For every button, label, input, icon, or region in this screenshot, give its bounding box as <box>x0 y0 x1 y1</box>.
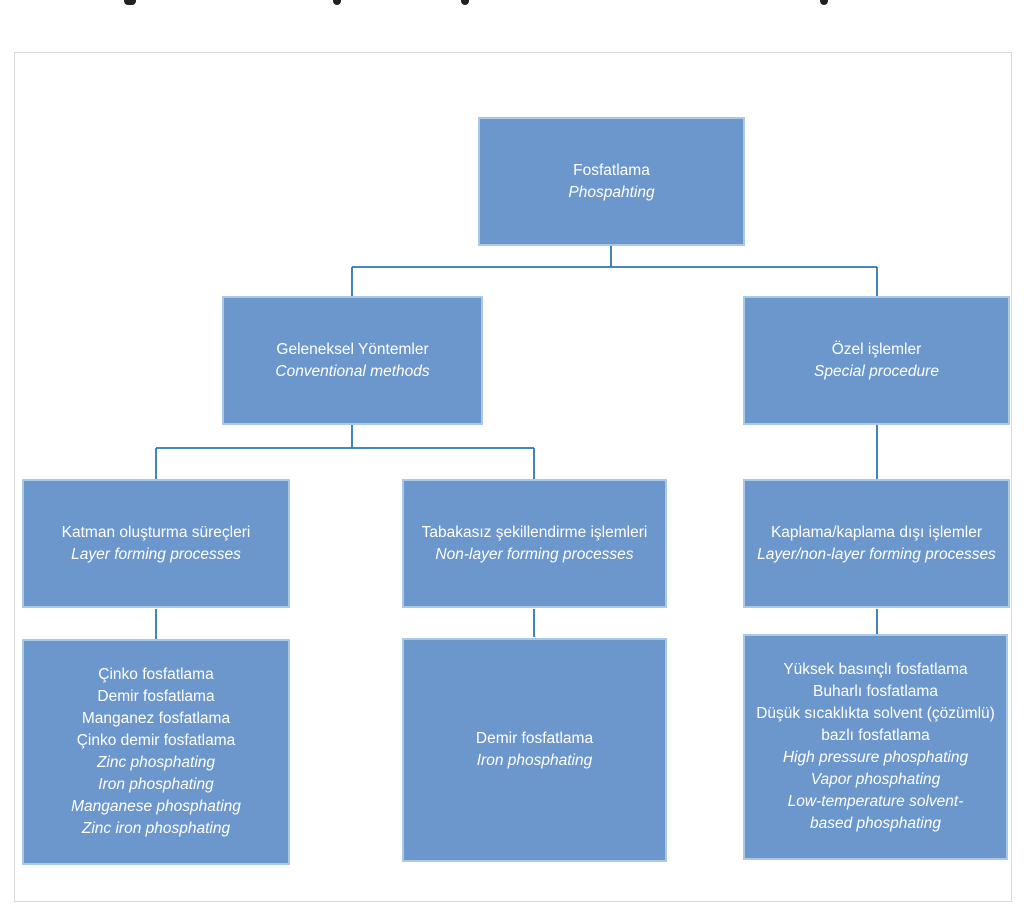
text-line: Vapor phosphating <box>810 771 941 788</box>
leaf-lines-turkish: Demir fosfatlama <box>406 728 663 750</box>
caption-fragment <box>124 0 136 5</box>
caption-fragment <box>333 0 341 5</box>
node-title-tr: Kaplama/kaplama dışı işlemler <box>770 523 983 541</box>
text-line: Manganez fosfatlama <box>81 710 231 727</box>
node-title-en: Special procedure <box>814 362 939 380</box>
node-title-en: Conventional methods <box>275 362 430 380</box>
text-line: Manganese phosphating <box>71 798 241 815</box>
node-title-tr: Katman oluşturma süreçleri <box>61 523 251 541</box>
node-title-en: Non-layer forming processes <box>435 545 634 563</box>
text-line: Çinko demir fosfatlama <box>76 732 236 749</box>
node-kaplama-disi: Kaplama/kaplama dışı işlemler Layer/non-… <box>743 479 1010 608</box>
node-title-tr: Fosfatlama <box>573 161 650 179</box>
text-line: Iron phosphating <box>476 752 593 769</box>
text-line: Demir fosfatlama <box>475 730 594 747</box>
text-line: Zinc phosphating <box>96 754 216 771</box>
text-line: Zinc iron phosphating <box>81 820 231 837</box>
text-line: Çinko fosfatlama <box>98 666 214 683</box>
text-line: bazlı fosfatlama <box>821 727 930 744</box>
node-geleneksel-yontemler: Geleneksel Yöntemler Conventional method… <box>222 296 483 425</box>
node-title-tr: Özel işlemler <box>831 340 922 358</box>
node-title-en: Layer forming processes <box>71 545 241 563</box>
node-tabakasiz-sekillendirme: Tabakasız şekillendirme işlemleri Non-la… <box>402 479 667 608</box>
node-katman-olusturma: Katman oluşturma süreçleri Layer forming… <box>22 479 290 608</box>
diagram-frame <box>14 52 1012 902</box>
node-title-en: Phospahting <box>568 183 655 201</box>
text-line: Buharlı fosfatlama <box>813 683 938 700</box>
text-line: Yüksek basınçlı fosfatlama <box>783 661 968 678</box>
node-leaf-non-layer-types: Demir fosfatlama Iron phosphating <box>402 638 667 862</box>
node-title-tr: Geleneksel Yöntemler <box>276 340 429 358</box>
node-title-en: Layer/non-layer forming processes <box>757 545 996 563</box>
leaf-lines-english: Iron phosphating <box>406 750 663 772</box>
text-line: Iron phosphating <box>98 776 214 793</box>
node-fosfatlama: Fosfatlama Phospahting <box>478 117 745 246</box>
text-line: based phosphating <box>809 815 941 832</box>
node-ozel-islemler: Özel işlemler Special procedure <box>743 296 1010 425</box>
text-line: Düşük sıcaklıkta solvent (çözümlü) <box>756 705 995 722</box>
caption-fragment <box>820 0 828 5</box>
node-title-tr: Tabakasız şekillendirme işlemleri <box>421 523 648 541</box>
text-line: Low-temperature solvent- <box>787 793 964 810</box>
caption-fragment <box>461 0 469 5</box>
text-line: Demir fosfatlama <box>97 688 215 705</box>
text-line: High pressure phosphating <box>782 749 969 766</box>
